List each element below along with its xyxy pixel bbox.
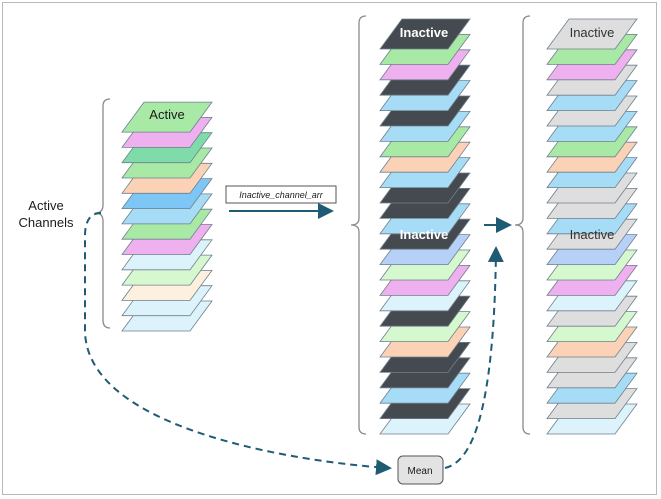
stack1-top-label: Active <box>149 107 184 122</box>
figure-frame <box>2 2 657 495</box>
mean-box <box>397 455 444 485</box>
active-plane-1 <box>121 101 213 133</box>
stack2-mid-label: Inactive <box>400 227 448 242</box>
merged-channel-stack <box>546 18 638 435</box>
active-channels-label-line2: Channels <box>19 215 74 230</box>
channel-arr-box <box>225 185 337 204</box>
bracket-inactive-mixed <box>514 15 531 435</box>
mean-dashed-path-out <box>444 246 504 469</box>
stack3-mid-label: Inactive <box>570 227 615 242</box>
inactive-plane-1 <box>379 18 471 50</box>
stack2-top-label: Inactive <box>400 25 448 40</box>
channel-arr-label: Inactive_channel_arr <box>239 190 324 200</box>
active-channel-stack <box>121 101 213 332</box>
stack3-top-label: Inactive <box>570 25 615 40</box>
inactive-channel-stack <box>379 18 471 435</box>
bracket-inactive-full <box>350 15 367 435</box>
mean-label: Mean <box>407 466 432 477</box>
mean-dashed-path-in <box>84 212 392 476</box>
merged-plane-1 <box>546 18 638 50</box>
active-channels-label-line1: Active <box>28 198 63 213</box>
